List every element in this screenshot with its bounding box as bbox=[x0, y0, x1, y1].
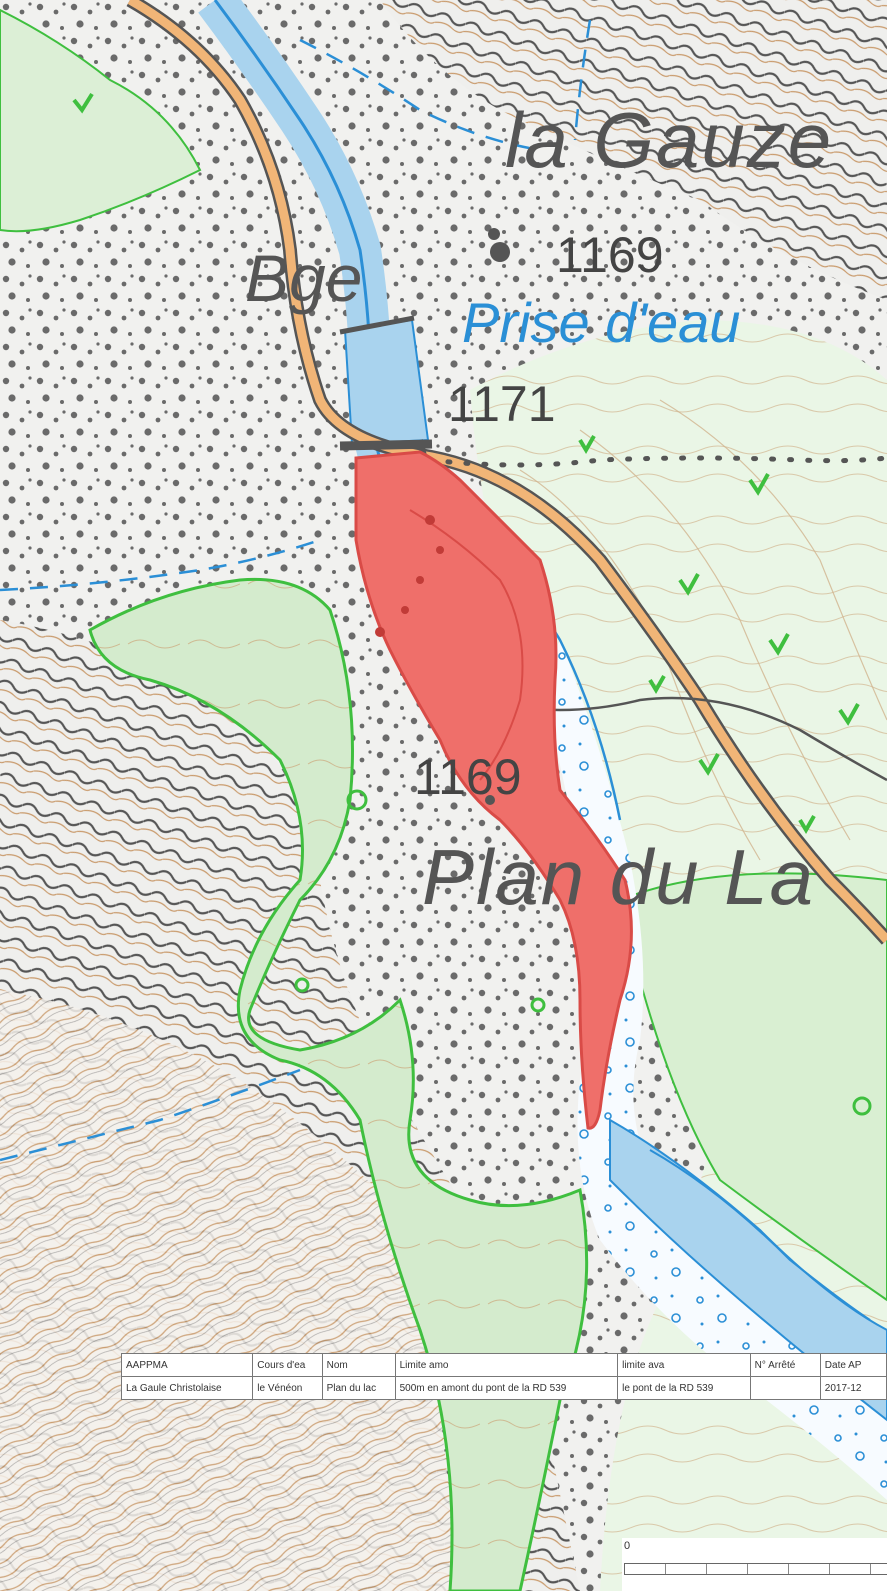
scale-zero-label: 0 bbox=[624, 1540, 631, 1552]
table-header-cell: Date AP bbox=[819, 1353, 887, 1377]
scree-symbol-icon bbox=[294, 789, 872, 1116]
table-header-cell: limite ava bbox=[617, 1353, 751, 1377]
table-header-cell: Cours d'ea bbox=[252, 1353, 323, 1377]
spot-elevation-label: 1169 bbox=[414, 749, 522, 805]
table-cell bbox=[749, 1376, 821, 1400]
table-header-cell: Nom bbox=[321, 1353, 396, 1377]
table-header-cell: AAPPMA bbox=[120, 1353, 254, 1377]
table-cell: le pont de la RD 539 bbox=[617, 1376, 751, 1400]
table-header-cell: N° Arrêté bbox=[749, 1353, 821, 1377]
spot-elevation-icon bbox=[485, 228, 510, 805]
dam-label: Bge bbox=[245, 241, 363, 315]
spot-elevation-label: 1169 bbox=[556, 227, 664, 283]
table-cell: le Vénéon bbox=[252, 1376, 323, 1400]
spot-elevation-label: 1171 bbox=[448, 376, 556, 432]
forest-symbol-icon bbox=[72, 92, 860, 834]
table-cell: Plan du lac bbox=[321, 1376, 396, 1400]
table-header-cell: Limite amo bbox=[394, 1353, 619, 1377]
table-cell: 500m en amont du pont de la RD 539 bbox=[394, 1376, 619, 1400]
place-label-plan-du-lac: Plan du La bbox=[422, 833, 815, 921]
scale-bar: 0 bbox=[622, 1538, 887, 1591]
table-cell: 2017-12 bbox=[819, 1376, 887, 1400]
water-intake-label: Prise d'eau bbox=[462, 291, 741, 354]
place-label-la-gauze: la Gauze bbox=[505, 96, 834, 184]
table-cell: La Gaule Christolaise bbox=[120, 1376, 254, 1400]
scale-bar-graphic bbox=[624, 1563, 887, 1575]
